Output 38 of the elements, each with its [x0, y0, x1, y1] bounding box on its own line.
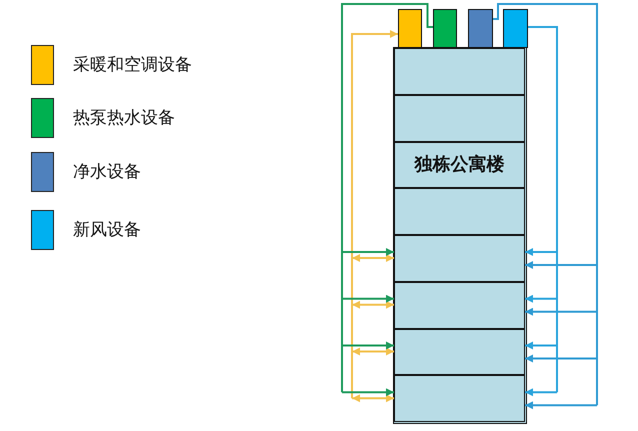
arrow: [525, 388, 557, 396]
double-arrow: [352, 254, 394, 262]
equipment-unit: [468, 9, 493, 48]
equipment-unit: [503, 9, 528, 48]
arrow: [342, 248, 394, 256]
arrow: [525, 401, 597, 410]
double-arrow: [352, 348, 394, 356]
arrow: [525, 342, 557, 350]
equipment-unit: [398, 9, 422, 48]
legend-label: 新风设备: [73, 219, 141, 241]
arrow: [342, 342, 394, 350]
riser-line: [492, 3, 598, 406]
floor-row: [394, 282, 525, 328]
floor-row: [394, 188, 525, 235]
floor-row: [394, 328, 525, 376]
building-label: 独栋公寓楼: [414, 154, 504, 176]
floor-row: [394, 94, 525, 142]
equipment-unit: [433, 9, 457, 48]
floor-row: [394, 142, 525, 188]
floor-row: [394, 235, 525, 282]
arrow: [525, 308, 597, 316]
building-block: [393, 47, 527, 424]
arrow: [342, 294, 394, 303]
floor-row: [394, 48, 525, 95]
arrow: [525, 354, 597, 362]
arrow: [342, 388, 394, 396]
arrow: [525, 294, 557, 303]
legend-label: 热泵热水设备: [73, 107, 175, 129]
legend-label: 采暖和空调设备: [73, 54, 192, 76]
double-arrow: [352, 394, 394, 402]
arrow: [525, 261, 597, 269]
riser-line: [351, 30, 398, 398]
legend-label: 净水设备: [73, 161, 141, 183]
floor-row: [394, 375, 525, 422]
riser-line: [528, 26, 558, 392]
riser-line: [341, 3, 433, 392]
double-arrow: [352, 300, 394, 309]
arrow: [525, 248, 557, 256]
